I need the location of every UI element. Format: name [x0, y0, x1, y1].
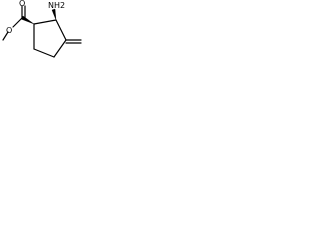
molecule-structure: NH2 O O: [2, 0, 82, 58]
ring-bond-c2-c3: [55, 19, 67, 41]
amine-label: NH2: [48, 1, 65, 10]
methoxy-bond: [2, 31, 9, 41]
amine-wedge-bond: [51, 8, 57, 21]
ester-wedge-bond: [20, 15, 35, 25]
carbonyl-oxygen-label: O: [19, 0, 25, 8]
ester-oxygen-label: O: [6, 26, 12, 35]
ring-bond-c3-c4: [53, 39, 67, 58]
ring-bond-c1-c2: [33, 19, 57, 25]
ester-c-o-bond: [12, 17, 23, 28]
ring-bond-c4-c5: [33, 48, 55, 58]
